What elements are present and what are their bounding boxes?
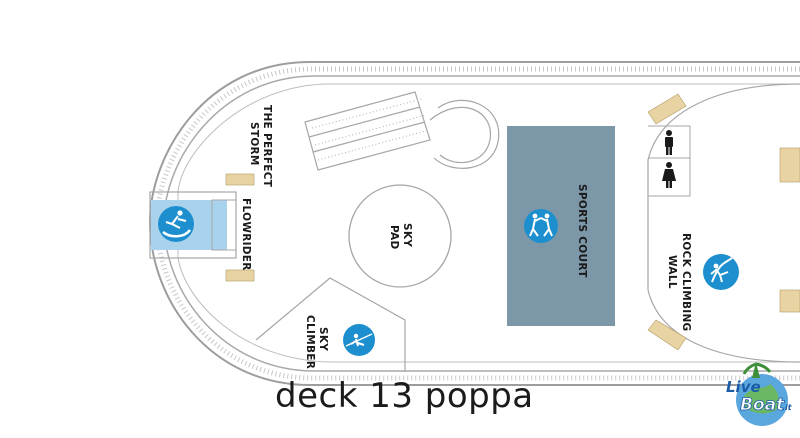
label-sky-climber: SKY CLIMBER <box>304 315 329 369</box>
man-restroom-icon <box>665 130 673 155</box>
basketball-players-icon <box>524 209 558 243</box>
label-rock-climbing-wall: ROCK CLIMBING WALL <box>666 233 692 331</box>
svg-text:THE PERFECT: THE PERFECT <box>261 105 273 188</box>
flowrider-platform <box>211 199 237 251</box>
label-sky-pad: SKY PAD <box>388 223 413 249</box>
sky-pad-circle <box>348 184 452 288</box>
liveboat-logo: Live Boat .it <box>726 362 793 426</box>
surfer-icon <box>158 206 194 242</box>
svg-text:Boat: Boat <box>740 395 785 415</box>
climber-icon <box>703 254 739 290</box>
svg-text:PAD: PAD <box>388 225 400 249</box>
label-sports-court: SPORTS COURT <box>576 184 588 278</box>
zipline-icon <box>343 324 375 356</box>
svg-text:STORM: STORM <box>248 122 260 166</box>
sports-court <box>507 126 615 326</box>
svg-text:Live: Live <box>726 378 761 396</box>
sunbeds-right <box>647 93 800 351</box>
svg-text:WALL: WALL <box>666 255 678 289</box>
svg-text:SKY: SKY <box>401 223 413 247</box>
label-flowrider: FLOWRIDER <box>240 198 252 271</box>
woman-restroom-icon <box>662 162 676 188</box>
hull-railing <box>154 66 800 381</box>
sky-climber-enclosure <box>255 277 406 372</box>
hull-inner <box>163 75 800 372</box>
svg-text:CLIMBER: CLIMBER <box>304 315 316 369</box>
rock-climbing-area <box>647 83 800 363</box>
svg-text:.it: .it <box>782 403 793 412</box>
sunbeds-flowrider <box>225 173 255 282</box>
svg-text:ROCK CLIMBING: ROCK CLIMBING <box>680 233 692 331</box>
perfect-storm-slides <box>304 91 500 171</box>
restroom-block <box>648 125 691 197</box>
svg-text:SKY: SKY <box>317 327 329 351</box>
label-the-perfect-storm: THE PERFECT STORM <box>248 105 273 188</box>
deck-caption: deck 13 poppa <box>275 376 534 416</box>
